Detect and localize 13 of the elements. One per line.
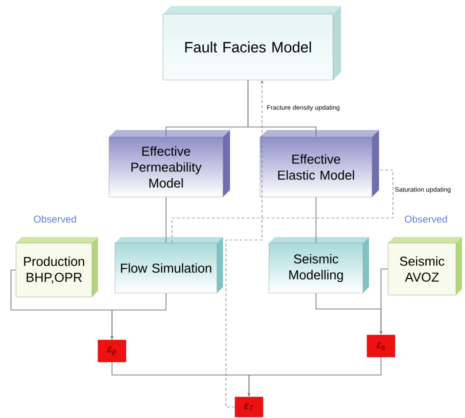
model-box: Fault Facies Model bbox=[162, 6, 341, 80]
error-box: ε$_{s}$ bbox=[366, 334, 396, 358]
observed-label: Observed bbox=[404, 215, 447, 223]
observed-label: Observed bbox=[34, 215, 76, 223]
data-box: Production BHP,OPR bbox=[16, 237, 98, 298]
process-box: Flow Simulation bbox=[114, 237, 223, 294]
model-box: Effective Elastic Model bbox=[260, 130, 379, 198]
connector-line bbox=[248, 80, 316, 138]
model-box: Effective Permeability Model bbox=[108, 130, 230, 198]
error-box: ε$_{p}$ bbox=[98, 340, 126, 362]
error-box: ε$_{T}$ bbox=[234, 396, 264, 418]
data-box: Seismic AVOZ bbox=[388, 237, 462, 296]
process-box: Seismic Modelling bbox=[268, 237, 369, 294]
